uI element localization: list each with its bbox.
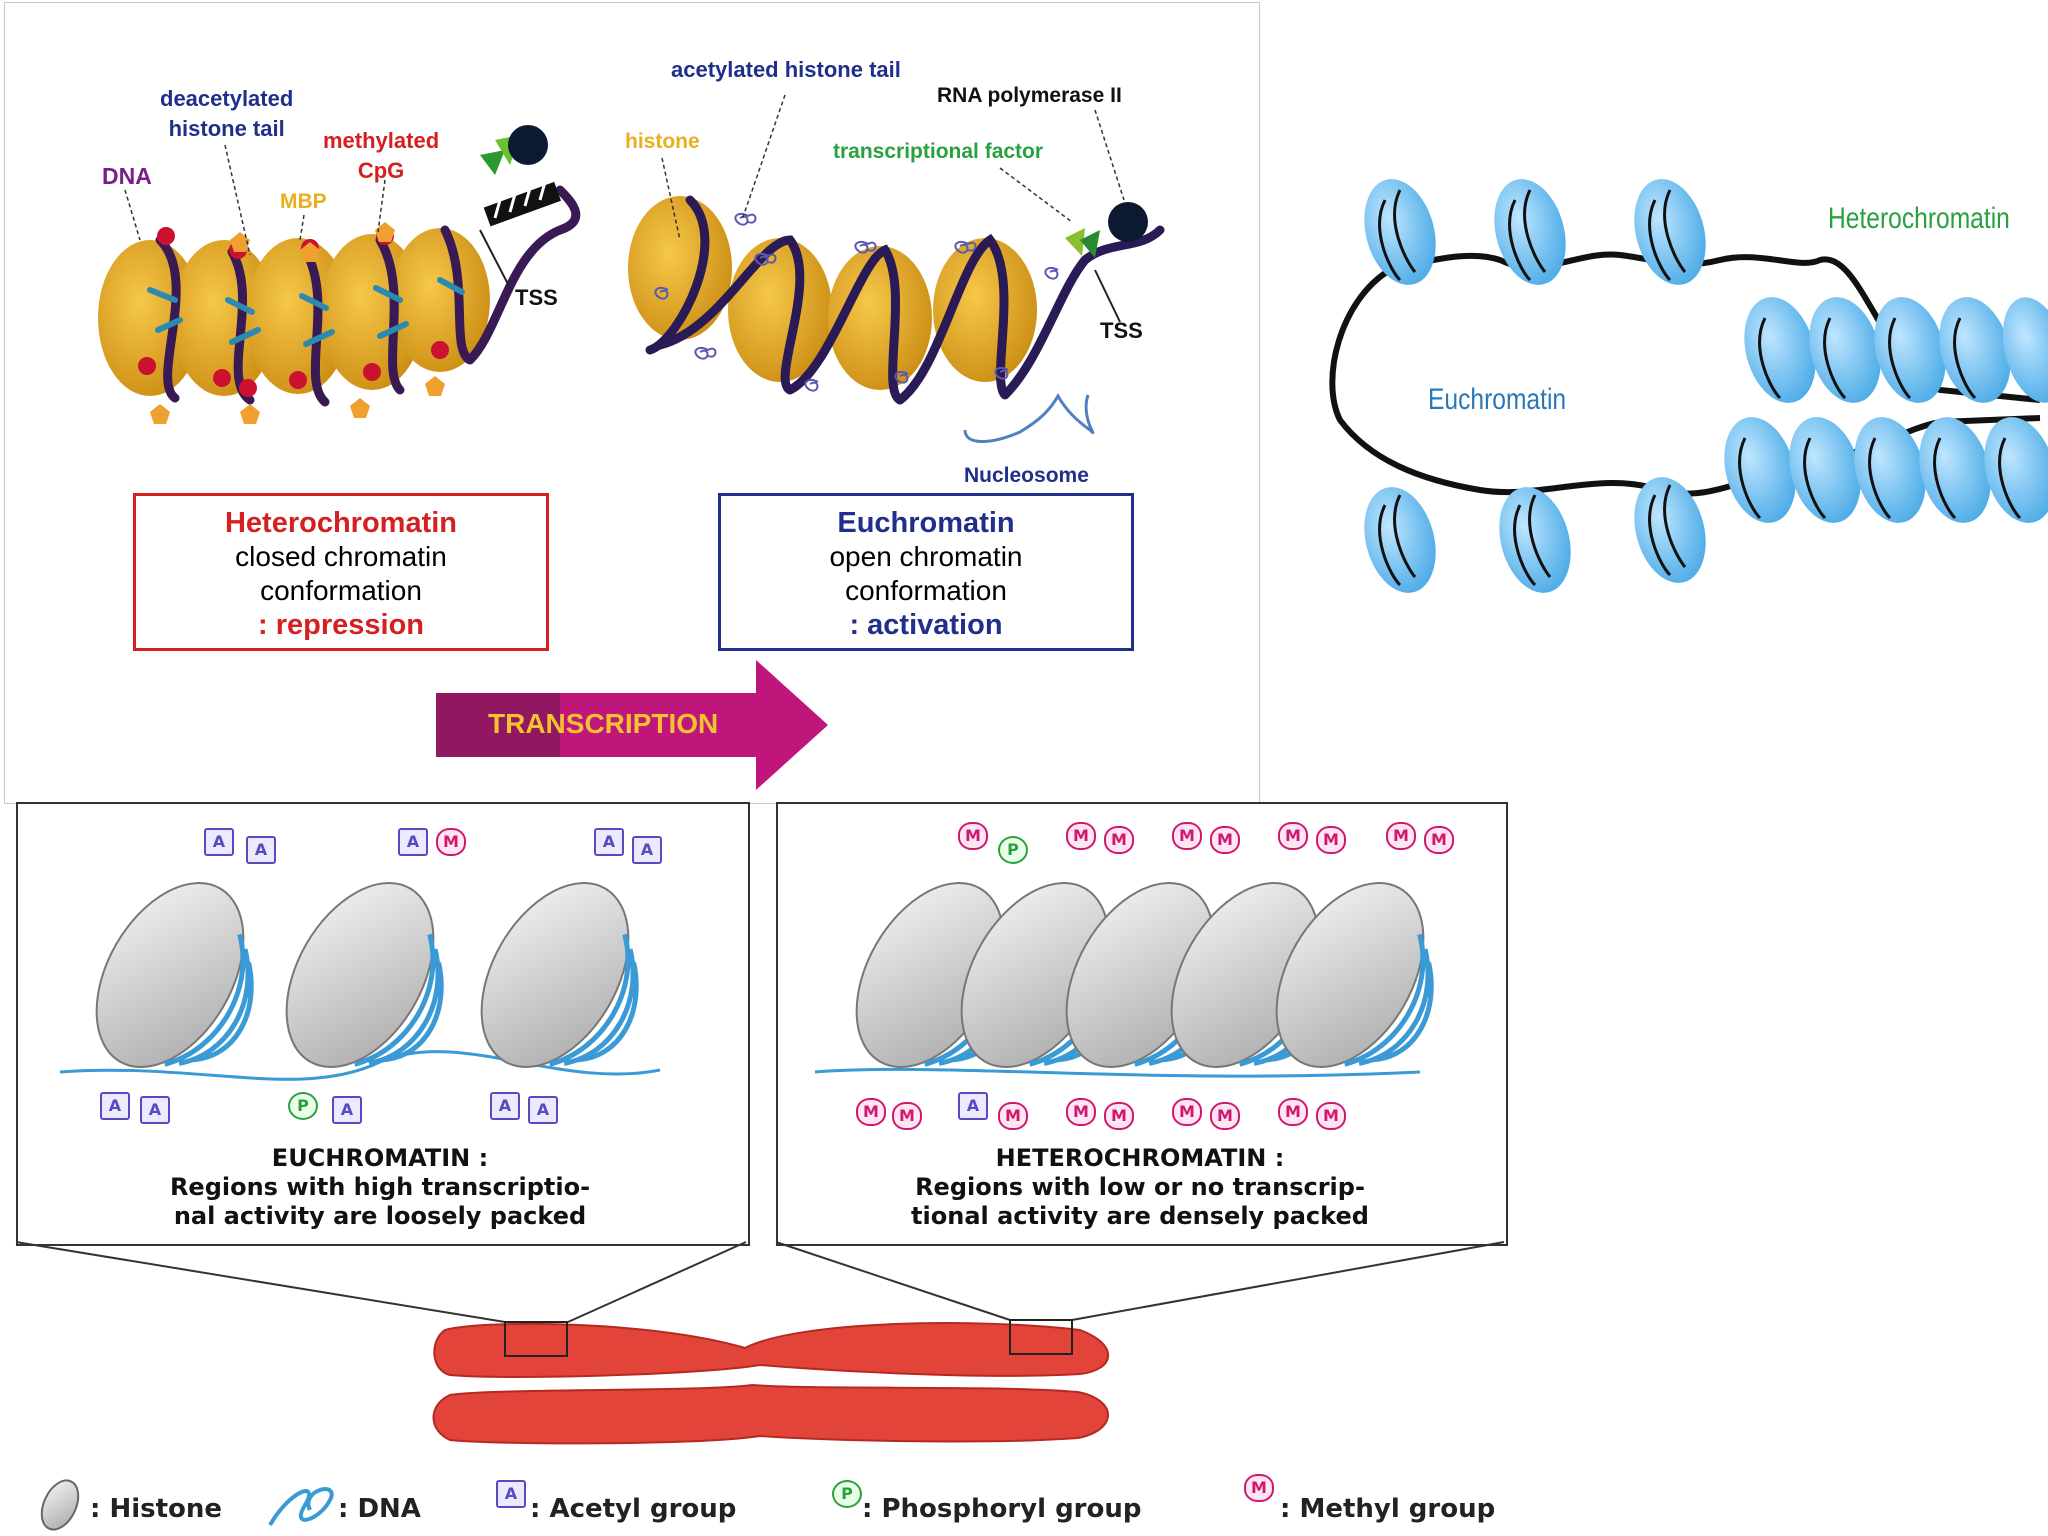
hetero-caption-line2: tional activity are densely packed bbox=[911, 1202, 1369, 1230]
mbp-label: MBP bbox=[280, 190, 327, 213]
methyl-mark: M bbox=[998, 1102, 1028, 1130]
hetero-caption-line1: Regions with low or no transcrip- bbox=[915, 1173, 1365, 1201]
hetero-caption-title: HETEROCHROMATIN : bbox=[995, 1144, 1285, 1172]
nucleosome-label: Nucleosome bbox=[964, 464, 1089, 487]
hetero-line1: closed chromatin bbox=[235, 541, 447, 572]
eu-line1: open chromatin bbox=[829, 541, 1023, 572]
methyl-mark: M bbox=[892, 1102, 922, 1130]
acetyl-mark: A bbox=[332, 1096, 362, 1124]
activation-label: : activation bbox=[849, 609, 1003, 641]
methyl-mark: M bbox=[1104, 1102, 1134, 1130]
transcriptional-factor-label: transcriptional factor bbox=[833, 140, 1044, 163]
legend-histone: : Histone bbox=[90, 1494, 223, 1524]
nucleosome-diagram bbox=[98, 94, 1165, 790]
legend-acetyl: : Acetyl group bbox=[530, 1494, 737, 1524]
acetyl-mark: A bbox=[496, 1480, 526, 1508]
rna-polymerase-label: RNA polymerase II bbox=[937, 84, 1122, 107]
methyl-mark: M bbox=[1316, 826, 1346, 854]
tss-left-label: TSS bbox=[515, 285, 558, 310]
heterochromatin-caption: HETEROCHROMATIN : Regions with low or no… bbox=[850, 1144, 1430, 1231]
methyl-mark: M bbox=[1172, 822, 1202, 850]
deacetylated-label: deacetylated histone tail bbox=[160, 86, 294, 141]
methyl-mark: M bbox=[1316, 1102, 1346, 1130]
dna-label: DNA bbox=[102, 163, 152, 189]
acetyl-mark: A bbox=[246, 836, 276, 864]
methyl-mark: M bbox=[1104, 826, 1134, 854]
phosphoryl-mark: P bbox=[998, 836, 1028, 864]
legend-methyl: : Methyl group bbox=[1280, 1494, 1496, 1524]
acetyl-mark: A bbox=[398, 828, 428, 856]
acetylated-label: acetylated histone tail bbox=[671, 57, 901, 82]
euchromatin-caption: EUCHROMATIN : Regions with high transcri… bbox=[100, 1144, 660, 1231]
dna-icon bbox=[268, 1487, 334, 1526]
heterochromatin-title: Heterochromatin bbox=[224, 507, 458, 539]
methyl-mark: M bbox=[1424, 826, 1454, 854]
methyl-mark: M bbox=[856, 1098, 886, 1126]
acetyl-mark: A bbox=[100, 1092, 130, 1120]
eu-caption-line1: Regions with high transcriptio- bbox=[169, 1173, 591, 1201]
legend-phosphoryl: : Phosphoryl group bbox=[862, 1494, 1142, 1524]
methyl-mark: M bbox=[1172, 1098, 1202, 1126]
methyl-mark: M bbox=[958, 822, 988, 850]
phosphoryl-mark: P bbox=[832, 1480, 862, 1508]
chromatin-loop-diagram bbox=[1329, 179, 2048, 593]
histone-icon bbox=[40, 1479, 80, 1531]
open-chromatin-fiber bbox=[628, 195, 1165, 443]
methyl-mark: M bbox=[1210, 1102, 1240, 1130]
acetyl-mark: A bbox=[204, 828, 234, 856]
transcription-label: TRANSCRIPTION bbox=[488, 708, 719, 739]
methyl-mark: M bbox=[1210, 826, 1240, 854]
top-left-panel bbox=[4, 2, 1260, 804]
acetyl-mark: A bbox=[594, 828, 624, 856]
transcription-arrow bbox=[436, 660, 828, 790]
methylated-cpg-label: methylated CpG bbox=[323, 128, 440, 183]
acetyl-mark: A bbox=[528, 1096, 558, 1124]
acetyl-mark: A bbox=[140, 1096, 170, 1124]
eu-caption-title: EUCHROMATIN : bbox=[271, 1144, 489, 1172]
methyl-mark: M bbox=[1278, 822, 1308, 850]
tss-right-label: TSS bbox=[1100, 318, 1143, 343]
heterochromatin-green-label: Heterochromatin bbox=[1828, 202, 2010, 235]
heterochromatin-box: Heterochromatin closed chromatin conform… bbox=[133, 493, 549, 651]
methyl-mark: M bbox=[436, 828, 466, 856]
methyl-mark: M bbox=[1278, 1098, 1308, 1126]
hetero-line2: conformation bbox=[260, 575, 422, 606]
acetyl-mark: A bbox=[632, 836, 662, 864]
eu-nucleosomes bbox=[95, 882, 639, 1068]
methyl-mark: M bbox=[1244, 1474, 1274, 1502]
hetero-nucleosomes bbox=[855, 882, 1434, 1068]
eu-caption-line2: nal activity are loosely packed bbox=[173, 1202, 587, 1230]
acetyl-mark: A bbox=[958, 1092, 988, 1120]
methyl-mark: M bbox=[1066, 1098, 1096, 1126]
closed-chromatin-fiber bbox=[98, 125, 581, 424]
repression-label: : repression bbox=[258, 609, 424, 641]
euchromatin-title: Euchromatin bbox=[837, 507, 1015, 539]
chromosome bbox=[432, 1322, 1110, 1445]
euchromatin-blue-label: Euchromatin bbox=[1428, 383, 1567, 416]
chromosome-diagram bbox=[15, 882, 1505, 1531]
legend-dna: : DNA bbox=[338, 1494, 421, 1524]
acetyl-mark: A bbox=[490, 1092, 520, 1120]
eu-line2: conformation bbox=[845, 575, 1007, 606]
histone-label: histone bbox=[625, 130, 700, 153]
methyl-mark: M bbox=[1066, 822, 1096, 850]
phosphoryl-mark: P bbox=[288, 1092, 318, 1120]
methyl-mark: M bbox=[1386, 822, 1416, 850]
euchromatin-box: Euchromatin open chromatin conformation … bbox=[718, 493, 1134, 651]
